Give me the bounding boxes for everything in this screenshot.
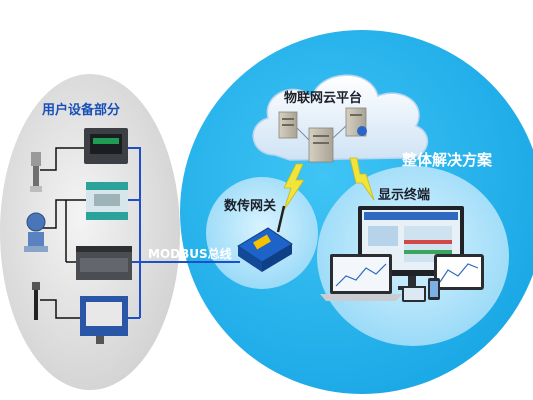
gateway-device-icon [237, 205, 293, 272]
cloud-shape [252, 74, 429, 161]
flow-transmitter-icon [24, 212, 48, 252]
sensor-wiring [40, 147, 86, 319]
label-gateway: 数传网关 [224, 198, 276, 214]
wiring [128, 147, 240, 319]
tablet-icon [434, 254, 484, 290]
server-icon [308, 127, 334, 163]
level-probe-icon [32, 282, 40, 320]
flow-meter-icon [80, 296, 128, 344]
phone-icon [402, 278, 440, 302]
panel-meter-icon [84, 128, 128, 164]
label-user-devices: 用户设备部分 [41, 102, 120, 118]
pressure-sensor-icon [30, 152, 42, 192]
plc-icon [76, 246, 132, 280]
io-module-icon [86, 182, 128, 220]
label-cloud-platform: 物联网云平台 [284, 90, 362, 106]
lightning-icon [349, 157, 375, 201]
label-overall-solution: 整体解决方案 [402, 151, 493, 169]
user-devices-oval [0, 74, 180, 390]
label-bus: MODBUS总线 [148, 246, 232, 261]
laptop-icon [320, 254, 402, 301]
server-icon [278, 111, 298, 139]
lightning-icon [283, 163, 305, 211]
server-icon [345, 107, 367, 137]
label-display-terminal: 显示终端 [378, 187, 430, 203]
